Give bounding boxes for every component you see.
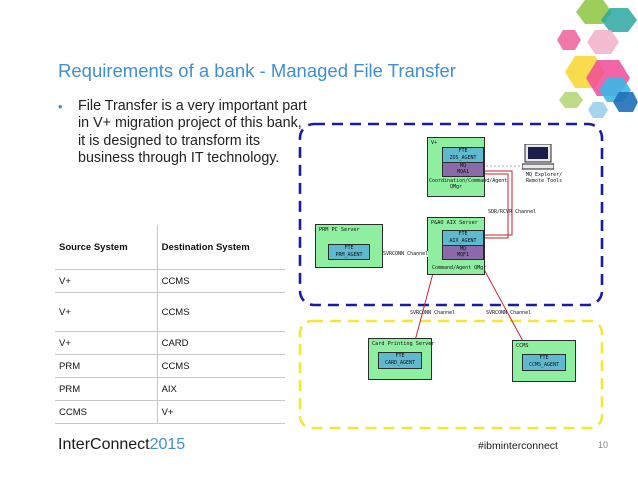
cell-destination: CCMS xyxy=(156,269,285,293)
svrconn-prm-label: SVRCONN Channel xyxy=(383,251,429,257)
prm-node: PRM PC Server xyxy=(315,224,383,268)
vplus-label: V+ xyxy=(431,140,438,146)
zos-agent: FTE ZOS_AGENT xyxy=(442,147,484,163)
prm-label: PRM PC Server xyxy=(319,227,360,233)
svrconn-ccms-label: SVRCONN Channel xyxy=(486,310,532,316)
card-link xyxy=(411,261,437,353)
brand-year: 2015 xyxy=(149,436,186,453)
cell-destination: V+ xyxy=(156,400,285,424)
computer-icon xyxy=(522,144,554,170)
sdr-rcvr-link xyxy=(482,170,513,236)
svrconn-card-label: SVRCONN Channel xyxy=(410,310,456,316)
cell-destination: CARD xyxy=(156,331,285,355)
vplus-caption: Coordination/Command/Agent QMgr xyxy=(429,178,508,190)
brand-name: InterConnect xyxy=(58,436,150,453)
prm-agent: FTE PRM_AGENT xyxy=(328,244,370,260)
cell-source: V+ xyxy=(55,331,158,355)
ccms-label: CCMS xyxy=(516,343,529,349)
mqa1-queue-manager: MQ MQA1 xyxy=(442,162,484,177)
cell-destination: CCMS xyxy=(156,354,285,378)
page-number: 10 xyxy=(598,440,609,450)
aix-agent: FTE AIX_AGENT xyxy=(442,230,484,246)
table-header-row: Source System Destination System xyxy=(55,225,285,270)
page-title: Requirements of a bank - Managed File Tr… xyxy=(58,60,456,81)
cell-destination: CCMS xyxy=(156,292,285,332)
hex-cluster xyxy=(557,0,638,118)
bullet-dot: • xyxy=(58,99,63,114)
sdr-rcvr-link-return xyxy=(482,173,509,239)
ccms-link xyxy=(479,261,531,355)
cell-source: V+ xyxy=(55,269,158,293)
mqf1-queue-manager: MQ MQF1 xyxy=(442,245,484,260)
transfer-table: Source System Destination System V+CCMS … xyxy=(55,225,285,424)
card-agent: FTE CARD_AGENT xyxy=(378,352,422,369)
header-source: Source System xyxy=(55,225,158,270)
hexagon-decoration xyxy=(557,0,638,118)
cell-source: V+ xyxy=(55,292,158,332)
table-row: V+CCMS xyxy=(55,269,285,293)
sdr-rcvr-label: SDR/RCVR Channel xyxy=(488,209,537,215)
table-row: V+CARD xyxy=(55,331,285,355)
explorer-caption: MQ Explorer/ Remote Tools xyxy=(526,172,563,184)
table-row: V+CCMS xyxy=(55,292,285,332)
bullet-text: File Transfer is a very important part i… xyxy=(78,98,307,167)
cell-source: PRM xyxy=(55,377,158,401)
aix-label: P&AO AIX Server xyxy=(431,220,478,226)
hashtag: #ibminterconnect xyxy=(478,440,558,452)
interconnect-logo: InterConnect2015 xyxy=(58,436,185,454)
cell-source: PRM xyxy=(55,354,158,378)
ccms-agent: FTE CCMS_AGENT xyxy=(522,354,566,371)
cell-destination: AIX xyxy=(156,377,285,401)
cell-source: CCMS xyxy=(55,400,158,424)
header-destination: Destination System xyxy=(156,225,285,270)
card-label: Card Printing Server xyxy=(372,341,435,347)
aix-caption: Command/Agent QMgr xyxy=(432,265,487,271)
blue-zone-border xyxy=(298,122,604,307)
